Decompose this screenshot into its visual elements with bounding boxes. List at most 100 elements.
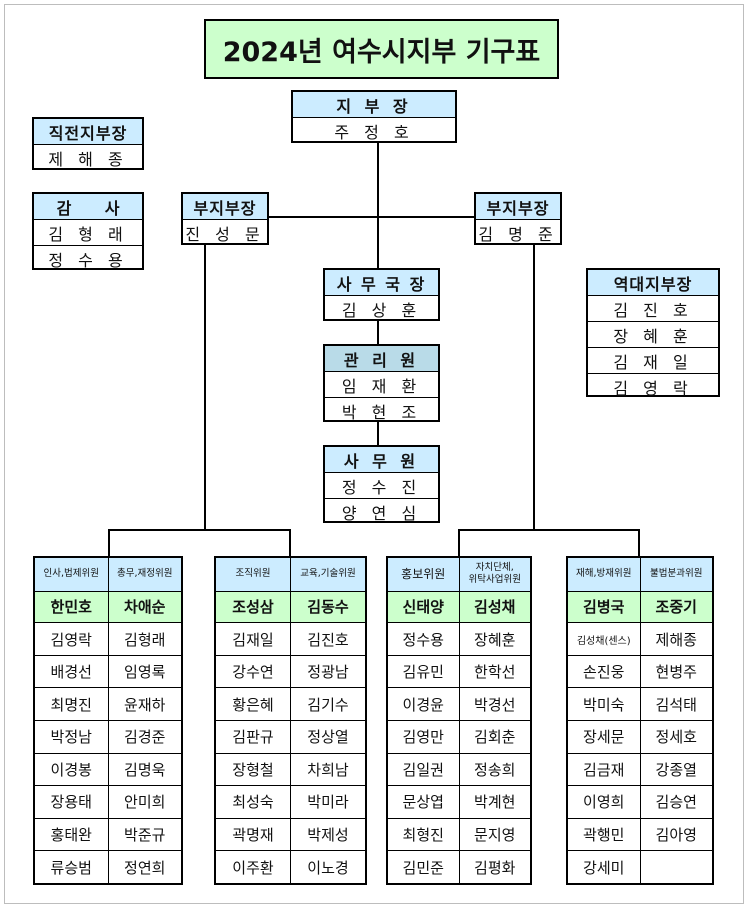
committee-member: 제해종 bbox=[640, 623, 712, 656]
committee-role: 조직위원 bbox=[216, 558, 290, 592]
committee-member: 문지영 bbox=[459, 819, 530, 852]
connector-vice-horizontal bbox=[268, 216, 474, 218]
committee-role: 인사,법제위원 bbox=[35, 558, 108, 592]
committee-member: 이주환 bbox=[232, 858, 274, 877]
auditor-name: 김 형 래 bbox=[34, 220, 142, 246]
committee-member: 장세문 bbox=[568, 721, 640, 754]
committee-member: 윤재하 bbox=[108, 688, 181, 721]
committee-member: 김영만 bbox=[388, 721, 459, 754]
committee-member: 안미희 bbox=[108, 786, 181, 819]
committee-member: 정수용 bbox=[388, 623, 459, 656]
committee-member: 장혜훈 bbox=[459, 623, 530, 656]
committee-member: 장형철 bbox=[216, 754, 290, 787]
committee-member: 박계현 bbox=[459, 786, 530, 819]
committee-role: 불법분과위원 bbox=[640, 558, 712, 592]
connector-manager-down bbox=[377, 420, 379, 445]
committee-member: 김승연 bbox=[640, 786, 712, 819]
committee-member: 최명진 bbox=[35, 688, 108, 721]
secretary-general-box: 사 무 국 장 김 상 훈 bbox=[323, 268, 440, 321]
committee-member: 김회춘 bbox=[459, 721, 530, 754]
committee-member: 강종열 bbox=[640, 754, 712, 787]
committee-role: 교육,기술위원 bbox=[291, 558, 365, 592]
committee-member: 김금재 bbox=[568, 754, 640, 787]
clerk-name: 정 수 진 bbox=[325, 473, 438, 499]
manager-name: 박 현 조 bbox=[341, 402, 422, 422]
committee-member: 이노경 bbox=[307, 858, 349, 877]
page-title: 2024년 여수시지부 기구표 bbox=[204, 19, 559, 79]
committee-member: 이경봉 bbox=[35, 754, 108, 787]
committee-member: 최성숙 bbox=[216, 786, 290, 819]
committee-member: 이영희 bbox=[568, 786, 640, 819]
former-chief-name: 김 재 일 bbox=[588, 348, 718, 374]
committee-member: 김형래 bbox=[108, 623, 181, 656]
committee-member: 정송희 bbox=[459, 754, 530, 787]
manager-box: 관 리 원 임 재 환 박 현 조 bbox=[323, 344, 440, 422]
team-box-4: 재해,방재위원 김병국 김성채(센스) 손진웅 박미숙 장세문 김금재 이영희 … bbox=[566, 556, 714, 885]
committee-member: 장용태 bbox=[35, 786, 108, 819]
auditor-title: 감 사 bbox=[34, 194, 142, 220]
committee-member: 김경준 bbox=[108, 721, 181, 754]
committee-member: 임영록 bbox=[108, 656, 181, 689]
committee-column: 인사,법제위원 한민호 김영락 배경선 최명진 박정남 이경봉 장용태 홍태완 … bbox=[35, 558, 108, 883]
committee-member: 김명욱 bbox=[108, 754, 181, 787]
secretary-general-name: 김 상 훈 bbox=[341, 300, 422, 320]
committee-member: 김기수 bbox=[291, 688, 365, 721]
connector-vice-left-down bbox=[204, 243, 206, 530]
committee-member: 손진웅 bbox=[568, 656, 640, 689]
clerk-box: 사 무 원 정 수 진 양 연 심 bbox=[323, 445, 440, 523]
committee-member: 박제성 bbox=[291, 819, 365, 852]
committee-member: 박미라 bbox=[291, 786, 365, 819]
committee-member: 김진호 bbox=[291, 623, 365, 656]
committee-leader: 조성삼 bbox=[216, 591, 290, 624]
committee-member: 차희남 bbox=[291, 754, 365, 787]
committee-member: 김석태 bbox=[640, 688, 712, 721]
team-box-3: 홍보위원 신태양 정수용 김유민 이경윤 김영만 김일권 문상엽 최형진 김민준… bbox=[386, 556, 532, 885]
committee-member: 홍태완 bbox=[35, 819, 108, 852]
committee-role: 자치단체, 위탁사업위원 bbox=[459, 558, 530, 592]
committee-role: 홍보위원 bbox=[388, 558, 459, 592]
committee-member: 강수연 bbox=[216, 656, 290, 689]
committee-leader: 김병국 bbox=[568, 591, 640, 624]
connector-right-drop-2 bbox=[638, 529, 640, 556]
connector-left-drop-2 bbox=[289, 529, 291, 556]
connector-vice-right-down bbox=[533, 243, 535, 530]
committee-member: 류승범 bbox=[50, 858, 92, 877]
connector-right-branch bbox=[458, 529, 640, 531]
committee-member: 문상엽 bbox=[388, 786, 459, 819]
auditor-name: 정 수 용 bbox=[48, 250, 128, 270]
committee-member: 김재일 bbox=[216, 623, 290, 656]
committee-column: 총무,재정위원 차애순 김형래 임영록 윤재하 김경준 김명욱 안미희 박준규 … bbox=[107, 558, 181, 883]
committee-member: 황은혜 bbox=[216, 688, 290, 721]
committee-member: 김평화 bbox=[474, 858, 516, 877]
committee-leader: 차애순 bbox=[108, 591, 181, 624]
vice-right-box: 부지부장 김 명 준 bbox=[474, 192, 562, 245]
committee-member: 김아영 bbox=[640, 819, 712, 852]
committee-member: 김유민 bbox=[388, 656, 459, 689]
committee-member: 현병주 bbox=[640, 656, 712, 689]
vice-right-name: 김 명 준 bbox=[478, 224, 558, 244]
secretary-general-title: 사 무 국 장 bbox=[325, 270, 438, 296]
former-chiefs-box: 역대지부장 김 진 호 장 혜 훈 김 재 일 김 영 락 bbox=[586, 268, 720, 398]
connector-left-branch bbox=[108, 529, 291, 531]
committee-member: 김일권 bbox=[388, 754, 459, 787]
committee-member: 곽명재 bbox=[216, 819, 290, 852]
former-chief-name: 김 영 락 bbox=[613, 378, 693, 398]
direct-vice-title: 직전지부장 bbox=[34, 119, 142, 145]
team-box-1: 인사,법제위원 한민호 김영락 배경선 최명진 박정남 이경봉 장용태 홍태완 … bbox=[33, 556, 183, 885]
committee-member: 강세미 bbox=[583, 858, 625, 877]
committee-column: 조직위원 조성삼 김재일 강수연 황은혜 김판규 장형철 최성숙 곽명재 이주환 bbox=[216, 558, 290, 883]
committee-column: 재해,방재위원 김병국 김성채(센스) 손진웅 박미숙 장세문 김금재 이영희 … bbox=[568, 558, 640, 883]
connector-chief-down bbox=[377, 141, 379, 269]
committee-member: 배경선 bbox=[35, 656, 108, 689]
committee-column: 불법분과위원 조중기 제해종 현병주 김석태 정세호 강종열 김승연 김아영 bbox=[639, 558, 712, 883]
committee-member: 김영락 bbox=[35, 623, 108, 656]
committee-member: 김민준 bbox=[402, 858, 444, 877]
committee-member: 박경선 bbox=[459, 688, 530, 721]
vice-left-title: 부지부장 bbox=[183, 194, 267, 220]
committee-member: 박정남 bbox=[35, 721, 108, 754]
committee-member: 최형진 bbox=[388, 819, 459, 852]
committee-column: 교육,기술위원 김동수 김진호 정광남 김기수 정상열 차희남 박미라 박제성 … bbox=[290, 558, 365, 883]
chief-title: 지 부 장 bbox=[293, 92, 455, 118]
direct-vice-name: 제 해 종 bbox=[48, 149, 128, 169]
page-frame bbox=[4, 4, 744, 904]
